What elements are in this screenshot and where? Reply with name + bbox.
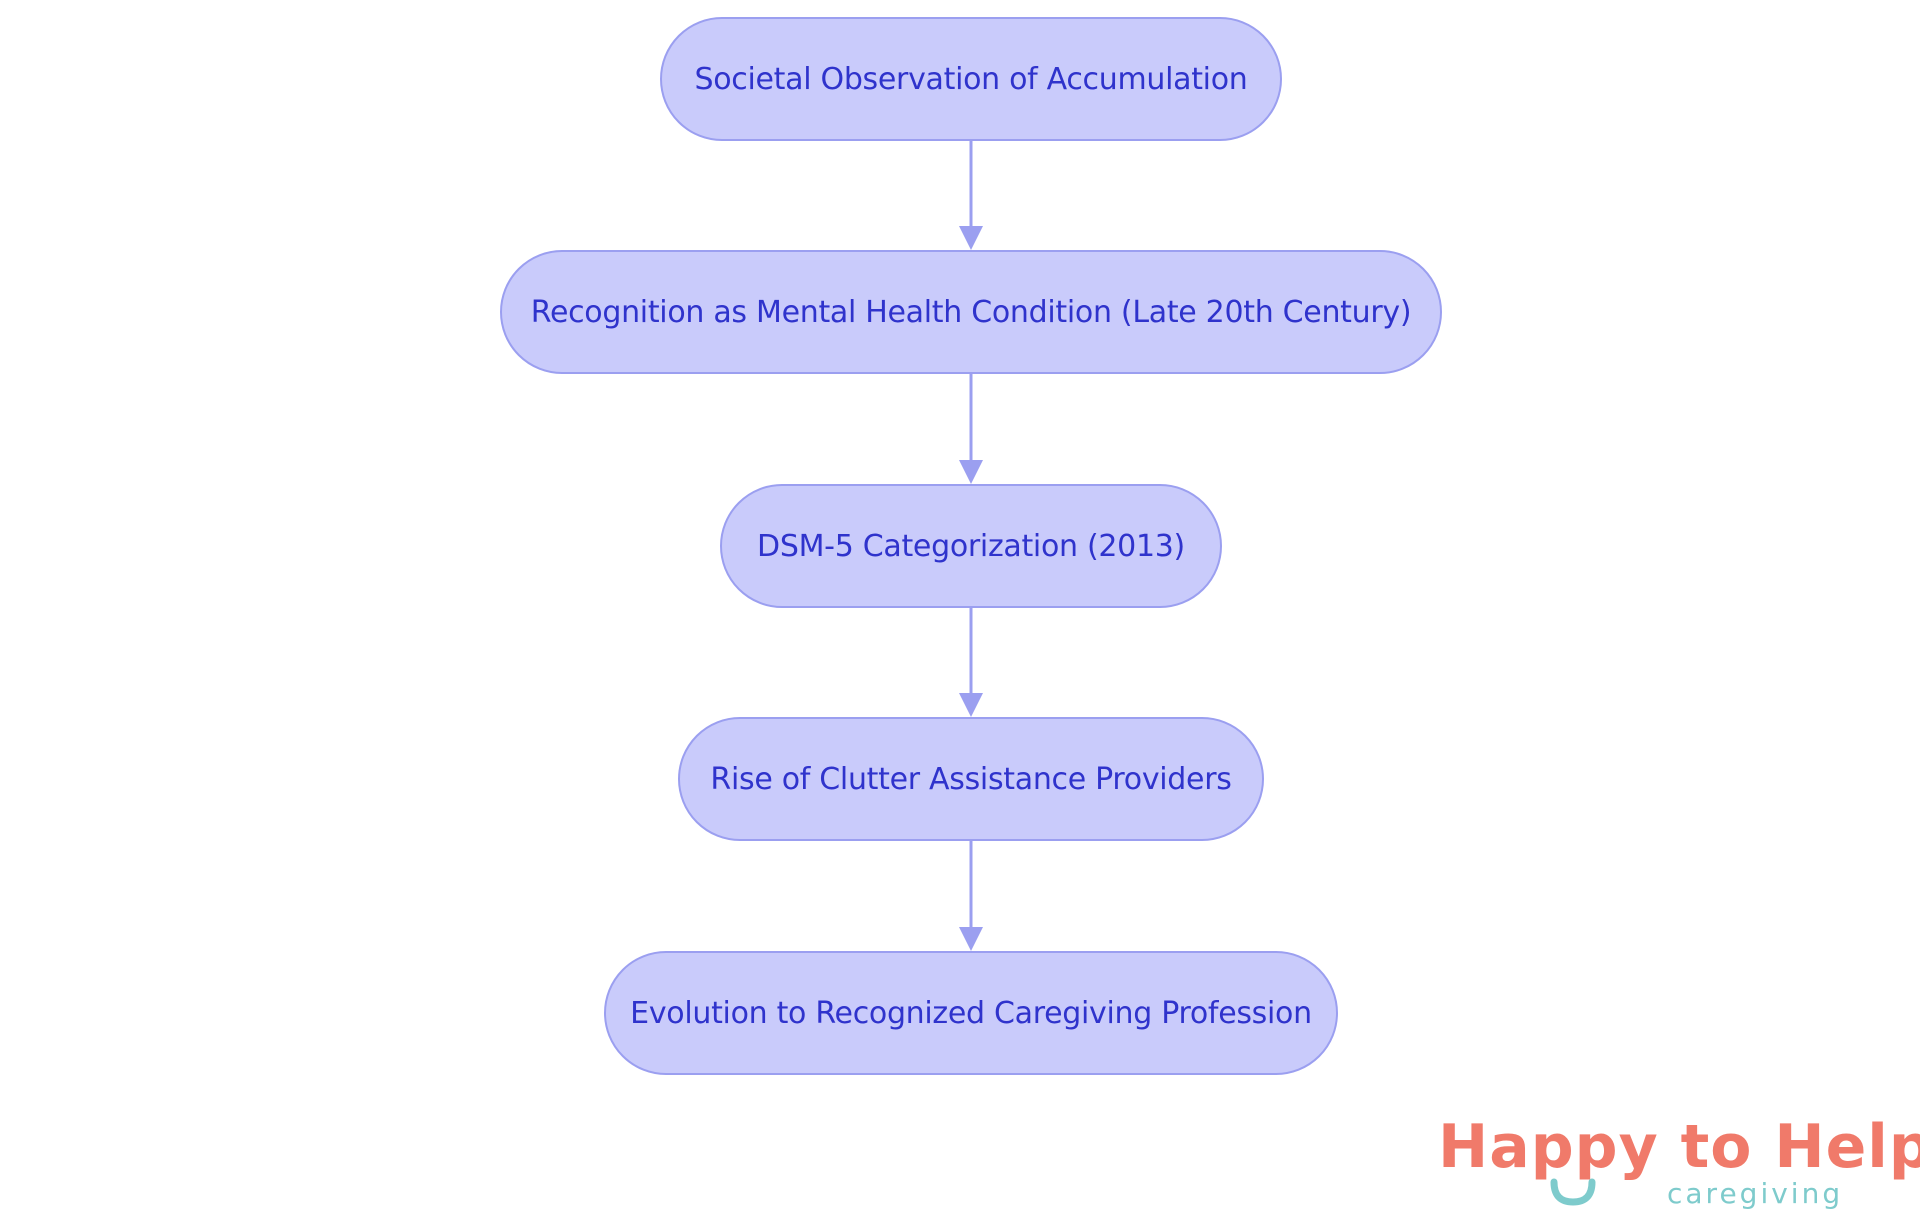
flow-node-caregiving-profession: Evolution to Recognized Caregiving Profe… xyxy=(604,951,1338,1075)
arrowhead-icon-4 xyxy=(959,927,983,951)
flow-node-mental-health-recognition: Recognition as Mental Health Condition (… xyxy=(500,250,1442,374)
flow-node-clutter-assistance: Rise of Clutter Assistance Providers xyxy=(678,717,1264,841)
flow-node-dsm5-categorization: DSM-5 Categorization (2013) xyxy=(720,484,1222,608)
logo-text: Happy to Help xyxy=(1438,1112,1920,1182)
flow-node-societal-observation: Societal Observation of Accumulation xyxy=(660,17,1282,141)
arrowhead-icon-1 xyxy=(959,226,983,250)
arrowhead-icon-2 xyxy=(959,460,983,484)
brand-logo: Happy to Help caregiving xyxy=(1430,1110,1920,1215)
smile-icon xyxy=(1550,1178,1596,1206)
logo-tagline: caregiving xyxy=(1667,1177,1844,1210)
arrowhead-icon-3 xyxy=(959,693,983,717)
